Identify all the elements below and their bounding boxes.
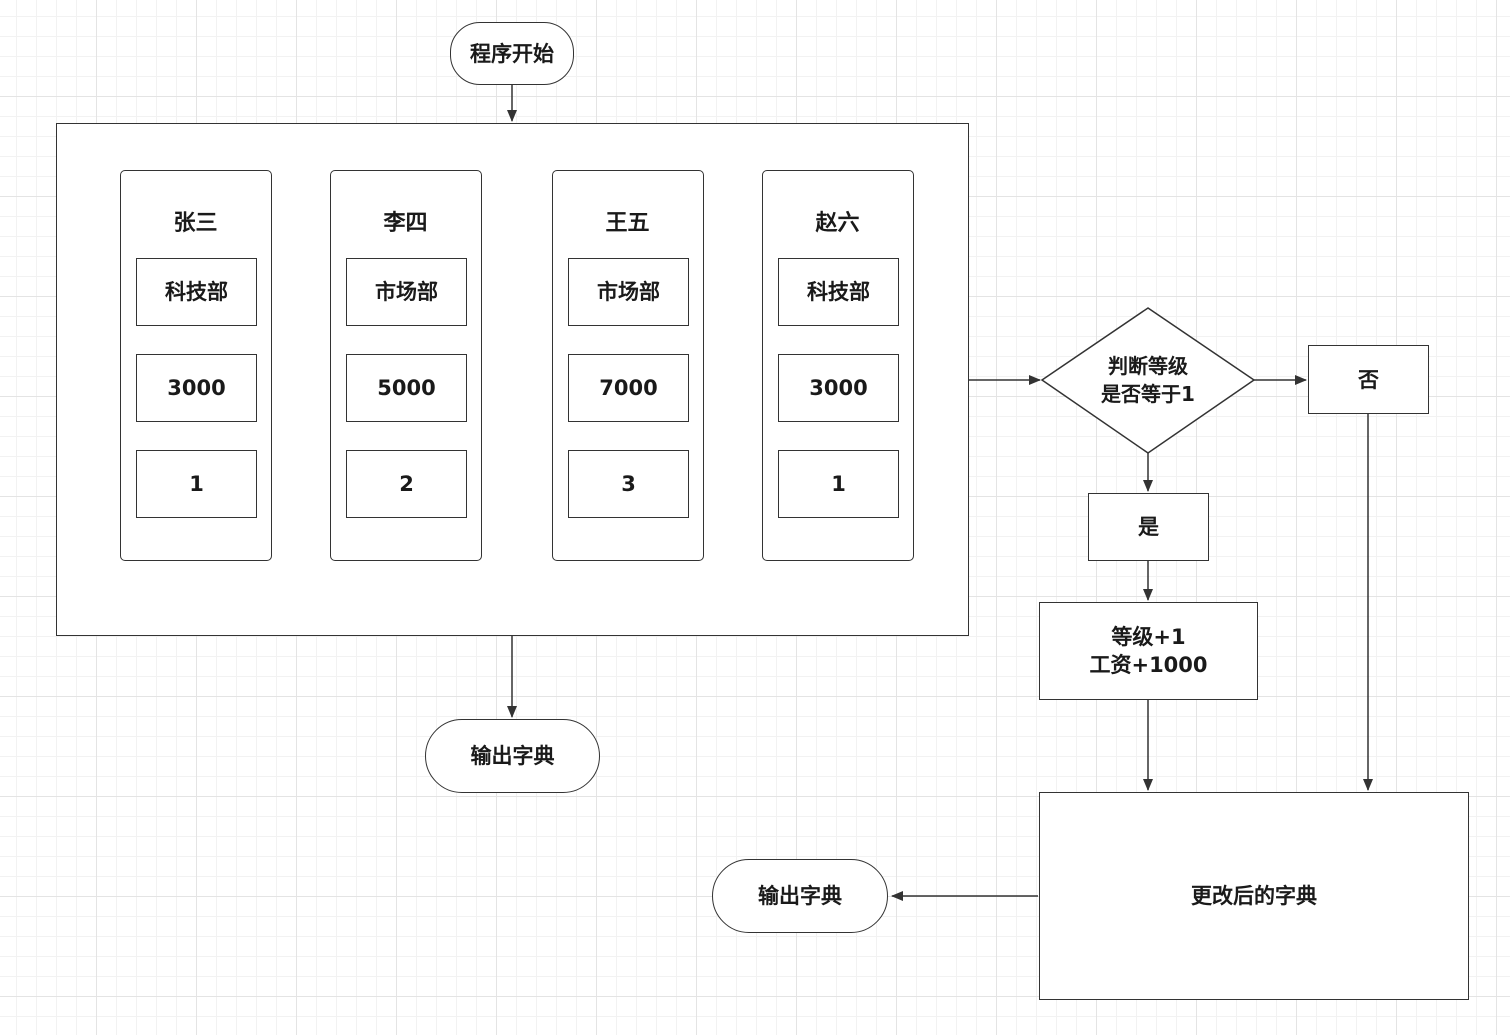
employee-name: 赵六 [815, 211, 860, 236]
employee-dept: 科技部 [778, 258, 899, 326]
employee-name: 王五 [605, 211, 650, 236]
employee-card-1 [330, 170, 482, 561]
no-label: 否 [1358, 367, 1379, 392]
action-line-1: 等级+1 [1111, 625, 1186, 649]
yes-branch-node: 是 [1088, 493, 1209, 561]
dept-text: 科技部 [807, 280, 870, 304]
employee-dept: 市场部 [568, 258, 689, 326]
decision-line-2: 是否等于1 [1101, 382, 1195, 406]
salary-text: 3000 [167, 376, 226, 400]
start-node: 程序开始 [450, 22, 574, 85]
dept-text: 市场部 [597, 280, 660, 304]
modified-dict-label: 更改后的字典 [1191, 884, 1317, 908]
employee-card-2 [552, 170, 704, 561]
action-line-2: 工资+1000 [1089, 653, 1208, 677]
level-text: 1 [189, 472, 204, 496]
employee-salary: 5000 [346, 354, 467, 422]
salary-text: 5000 [377, 376, 436, 400]
employee-card-3 [762, 170, 914, 561]
employee-card-0 [120, 170, 272, 561]
no-branch-node: 否 [1308, 345, 1429, 414]
employee-level: 1 [136, 450, 257, 518]
level-text: 1 [831, 472, 846, 496]
yes-label: 是 [1138, 515, 1159, 539]
decision-line-1: 判断等级 [1108, 354, 1188, 378]
employee-level: 1 [778, 450, 899, 518]
dept-text: 市场部 [375, 280, 438, 304]
output-node-2: 输出字典 [712, 859, 888, 933]
decision-diamond [1040, 307, 1256, 454]
employee-name: 张三 [173, 211, 218, 236]
output-label-1: 输出字典 [470, 744, 555, 768]
employee-name: 李四 [383, 211, 428, 236]
level-text: 2 [399, 472, 414, 496]
output-label-2: 输出字典 [758, 884, 842, 908]
employee-level: 3 [568, 450, 689, 518]
salary-text: 7000 [599, 376, 658, 400]
employee-level: 2 [346, 450, 467, 518]
output-node-1: 输出字典 [425, 719, 600, 793]
employee-salary: 3000 [136, 354, 257, 422]
employee-dept: 市场部 [346, 258, 467, 326]
employee-salary: 3000 [778, 354, 899, 422]
dept-text: 科技部 [165, 280, 228, 304]
salary-text: 3000 [809, 376, 868, 400]
action-node: 等级+1 工资+1000 [1039, 602, 1258, 700]
level-text: 3 [621, 472, 636, 496]
start-label: 程序开始 [470, 41, 554, 66]
decision-label: 判断等级 是否等于1 [1068, 352, 1228, 408]
employee-salary: 7000 [568, 354, 689, 422]
employee-dept: 科技部 [136, 258, 257, 326]
modified-dict-node: 更改后的字典 [1039, 792, 1469, 1000]
